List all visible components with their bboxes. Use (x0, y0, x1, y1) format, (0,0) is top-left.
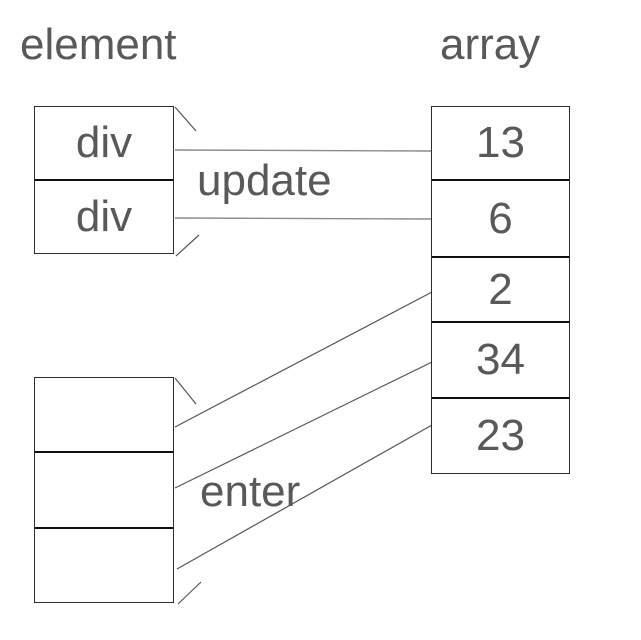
enter-link-1 (174, 291, 433, 428)
array-box: 34 (432, 321, 569, 397)
element-box-label: div (75, 118, 133, 167)
array-value: 6 (488, 193, 513, 243)
array-value: 23 (476, 411, 525, 460)
update-link-2 (174, 217, 433, 220)
enter-label: enter (200, 467, 301, 516)
element-column-title: element (20, 20, 177, 69)
update-label: update (197, 156, 332, 205)
array-box: 6 (432, 179, 569, 256)
array-box: 23 (432, 397, 569, 473)
array-box: 13 (432, 107, 569, 179)
array-value: 34 (476, 335, 525, 384)
update-group-top-tick (174, 106, 197, 132)
element-box: div (35, 107, 173, 179)
empty-element-box (35, 378, 173, 451)
array-column-title: array (440, 20, 541, 69)
enter-group-top-tick (174, 377, 197, 405)
empty-element-box (35, 527, 173, 602)
element-box-label: div (75, 192, 133, 241)
update-link-1 (174, 149, 433, 152)
element-box: div (35, 179, 173, 253)
enter-group-bottom-tick (177, 581, 202, 605)
array-boxes-group: 13 6 2 34 23 (431, 106, 570, 474)
array-value: 13 (476, 118, 525, 167)
array-box: 2 (432, 256, 569, 321)
update-group-bottom-tick (175, 234, 200, 257)
element-boxes-update-group: div div (34, 106, 174, 254)
empty-element-box (35, 451, 173, 527)
array-value: 2 (488, 264, 513, 314)
element-boxes-enter-group (34, 377, 174, 603)
